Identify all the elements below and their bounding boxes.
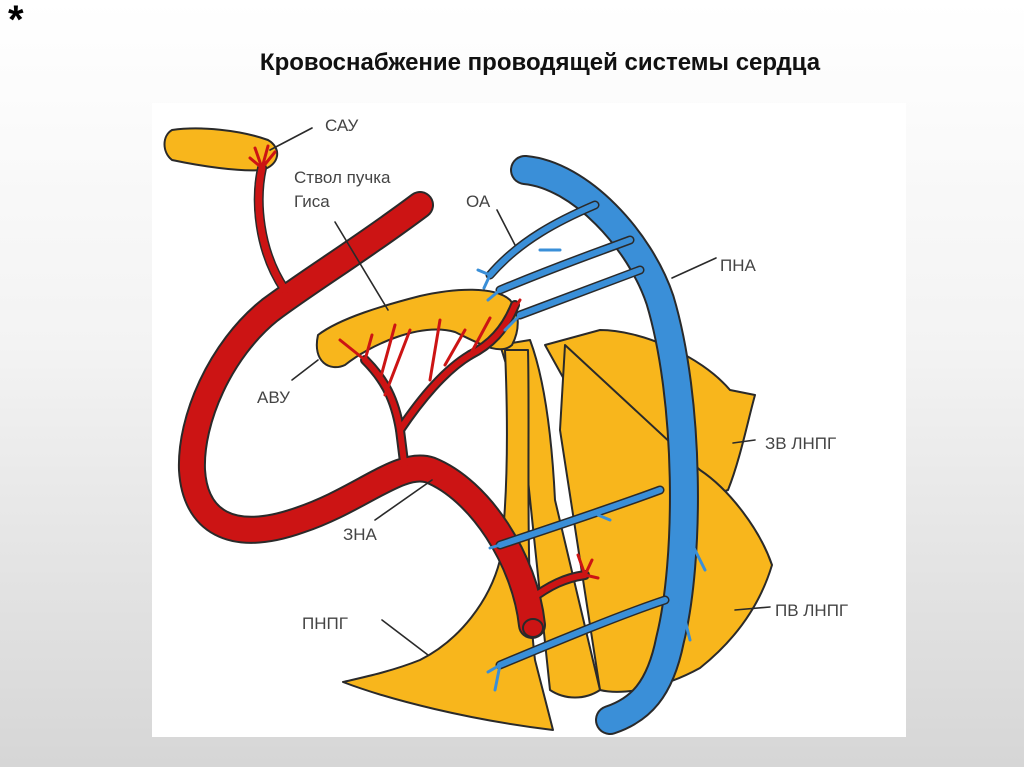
- label-pnpg: ПНПГ: [302, 614, 348, 633]
- septal-twigs: [576, 553, 600, 580]
- anterior-descending-vessel: [512, 157, 697, 733]
- vessel-branch-2: [497, 237, 633, 293]
- sinoatrial-artery: [255, 164, 289, 294]
- label-pna: ПНА: [720, 256, 756, 275]
- vessel-branch-1: [487, 202, 598, 278]
- slide-title: Кровоснабжение проводящей системы сердца: [259, 49, 821, 76]
- av-twigs-right: [428, 298, 522, 382]
- vessel-branch-3: [517, 267, 643, 318]
- septal-branch: [527, 572, 588, 603]
- slide-bullet: *: [8, 0, 24, 42]
- av-twigs-left: [338, 323, 412, 397]
- leader-zv: [732, 439, 756, 444]
- sau-twigs: [248, 144, 277, 170]
- label-oa: ОА: [466, 192, 491, 211]
- label-zna: ЗНА: [343, 525, 378, 544]
- av-branch-right: [397, 352, 473, 433]
- left-bundle-posterior-fan: [544, 329, 756, 501]
- leader-pnpg: [381, 619, 429, 656]
- leader-pv: [734, 606, 771, 611]
- leader-oa: [496, 209, 516, 246]
- vessel-branch-5: [497, 597, 668, 668]
- leader-sau: [269, 127, 313, 151]
- label-his-line1: Ствол пучка: [294, 168, 391, 187]
- label-his-line2: Гиса: [294, 192, 330, 211]
- leader-his: [334, 221, 389, 311]
- vessel-branch-4: [497, 487, 663, 548]
- leader-pna: [671, 257, 717, 279]
- label-sau: САУ: [325, 116, 358, 135]
- leader-zna: [374, 479, 433, 521]
- veins: [476, 155, 707, 735]
- vessel-twigs: [476, 248, 707, 692]
- label-avu: АВУ: [257, 388, 290, 407]
- leader-avu: [291, 359, 319, 381]
- main-artery: [179, 193, 544, 637]
- label-pv-lnpg: ПВ ЛНПГ: [775, 601, 848, 620]
- leader-lines: [269, 127, 771, 656]
- label-zv-lnpg: ЗВ ЛНПГ: [765, 434, 836, 453]
- arteries: [177, 144, 600, 639]
